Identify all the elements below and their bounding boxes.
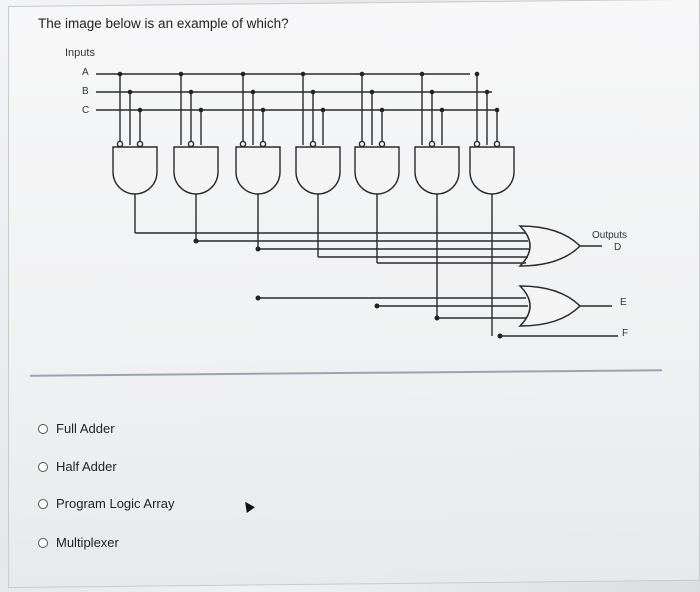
radio-circle-icon[interactable] — [38, 537, 48, 548]
output-label-f: F — [622, 328, 629, 339]
outputs-label: Outputs — [592, 230, 628, 241]
option-half-adder[interactable]: Half Adder — [38, 459, 117, 474]
inputs-label: Inputs — [65, 47, 95, 59]
option-full-adder[interactable]: Full Adder — [38, 421, 115, 436]
option-label: Full Adder — [56, 421, 115, 436]
option-label: Program Logic Array — [56, 496, 175, 511]
or-gate-ef — [518, 285, 582, 327]
option-label: Half Adder — [56, 459, 117, 474]
and-gate — [354, 146, 400, 195]
logic-circuit-diagram — [96, 71, 618, 339]
input-label-a: A — [82, 67, 89, 78]
question-text: The image below is an example of which? — [38, 16, 289, 31]
radio-circle-icon[interactable] — [38, 461, 48, 472]
and-gate — [295, 146, 341, 195]
and-gate — [469, 146, 515, 195]
radio-circle-icon[interactable] — [38, 423, 48, 434]
or-gate-d — [518, 225, 582, 267]
and-gate — [414, 146, 460, 195]
option-program-logic-array[interactable]: Program Logic Array — [38, 496, 175, 511]
radio-circle-icon[interactable] — [38, 498, 48, 509]
and-gate — [112, 146, 158, 195]
and-gate — [173, 146, 219, 195]
output-label-d: D — [614, 242, 622, 253]
and-gate — [235, 146, 281, 195]
input-label-c: C — [82, 105, 90, 116]
input-label-b: B — [82, 86, 89, 97]
option-label: Multiplexer — [56, 535, 119, 550]
option-multiplexer[interactable]: Multiplexer — [38, 535, 119, 550]
output-label-e: E — [620, 297, 627, 308]
